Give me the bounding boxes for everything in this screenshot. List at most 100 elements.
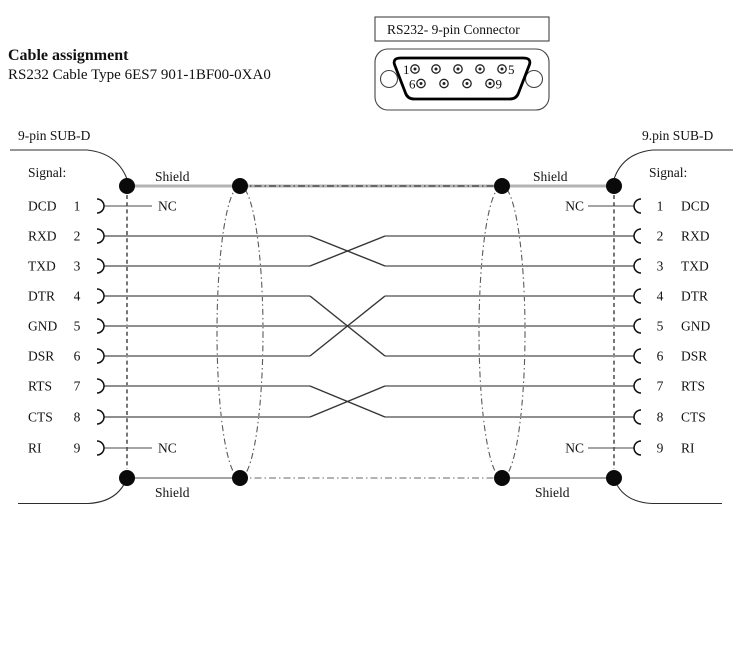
socket-arc-icon: [96, 258, 105, 274]
socket-arc-icon: [96, 318, 105, 334]
socket-arc-icon: [96, 198, 105, 214]
shield-dot-icon: [232, 178, 248, 194]
dsub-pin-icon: [462, 78, 472, 89]
pin-number-label: 1: [74, 199, 81, 214]
dsub-pin-icon: [497, 64, 507, 74]
pin-number-label: 2: [74, 229, 81, 244]
pin-number-label: 8: [657, 410, 664, 425]
signal-wires: [104, 205, 634, 449]
socket-arc-icon: [96, 228, 105, 244]
pin-signal-label: TXD: [28, 259, 56, 274]
socket-arc-icon: [96, 440, 105, 456]
socket-arc-icon: [96, 348, 105, 364]
dsub-pin-icon: [453, 64, 463, 74]
dsub-pin-core-icon: [456, 67, 460, 71]
dsub-pin1-label: 1: [403, 62, 410, 77]
pin-signal-label: TXD: [681, 259, 709, 274]
right-pin-labels: 1 DCD 2 RXD 3 TXD 4 DTR 5 GND 6 DSR 7 RT…: [657, 199, 711, 456]
pin-number-label: 2: [657, 229, 664, 244]
dsub-pin-icon: [431, 64, 441, 74]
right-pin-sockets: [633, 198, 642, 456]
shield-junction-dots: [119, 178, 622, 486]
pin-signal-label: RI: [681, 441, 695, 456]
dsub-pin-core-icon: [419, 82, 423, 85]
dsub-pin-icon: [416, 78, 426, 89]
pin-number-label: 8: [74, 410, 81, 425]
dsub-pin-core-icon: [465, 82, 469, 85]
pin-number-label: 4: [74, 289, 81, 304]
socket-arc-icon: [633, 440, 642, 456]
socket-arc-icon: [633, 288, 642, 304]
pin-number-label: 3: [657, 259, 664, 274]
shield-dot-icon: [494, 470, 510, 486]
pin-number-label: 5: [657, 319, 664, 334]
dsub-pin-core-icon: [478, 67, 482, 71]
socket-arc-icon: [633, 378, 642, 394]
mounting-hole-left-icon: [379, 69, 399, 89]
nc-label-left-pin9: NC: [158, 441, 177, 456]
right-top-corner-line: [613, 149, 733, 180]
pin-number-label: 6: [657, 349, 664, 364]
shield-dot-icon: [119, 470, 135, 486]
shield-dot-icon: [119, 178, 135, 194]
pin-signal-label: CTS: [681, 410, 706, 425]
pin-signal-label: RTS: [28, 379, 52, 394]
right-connector-header: 9.pin SUB-D: [642, 128, 714, 143]
cross-txd-to-rxd: [309, 235, 386, 267]
pin-number-label: 9: [74, 441, 81, 456]
shield-dot-icon: [232, 470, 248, 486]
dsub-pin-core-icon: [434, 67, 438, 71]
pin-number-label: 5: [74, 319, 81, 334]
dsub-pin-row-bottom: 6 9: [409, 77, 502, 92]
pin-signal-label: DTR: [28, 289, 55, 304]
socket-arc-icon: [633, 198, 642, 214]
left-pin-sockets: [96, 198, 105, 456]
page-subtitle: RS232 Cable Type 6ES7 901-1BF00-0XA0: [8, 67, 271, 83]
nc-label-left-pin1: NC: [158, 199, 177, 214]
pin-signal-label: DSR: [28, 349, 54, 364]
shield-rails: [126, 184, 615, 479]
pin-signal-label: DTR: [681, 289, 708, 304]
mounting-hole-right-icon: [524, 69, 544, 89]
cable-sheath-right-icon: [478, 185, 526, 479]
shield-dot-icon: [606, 178, 622, 194]
socket-arc-icon: [96, 378, 105, 394]
shield-label-top-left: Shield: [155, 169, 190, 184]
dsub-pin-icon: [475, 64, 485, 74]
dsub-pin-core-icon: [500, 67, 504, 71]
dsub-pin-core-icon: [413, 67, 417, 71]
shield-dot-icon: [606, 470, 622, 486]
pin-signal-label: RXD: [681, 229, 710, 244]
dsub-pin-core-icon: [488, 82, 492, 85]
dsub-pin-icon: [410, 64, 420, 74]
pin-signal-label: DCD: [28, 199, 57, 214]
dsub-pin-icon: [485, 78, 495, 89]
pin-signal-label: RTS: [681, 379, 705, 394]
pin-signal-label: GND: [681, 319, 710, 334]
pin-number-label: 9: [657, 441, 664, 456]
pin-number-label: 1: [657, 199, 664, 214]
socket-arc-icon: [633, 409, 642, 425]
dsub-pin9-label: 9: [496, 77, 503, 92]
right-signal-heading: Signal:: [649, 165, 687, 180]
dsub-face-outline: [392, 56, 532, 101]
pin-signal-label: DSR: [681, 349, 707, 364]
pin-signal-label: CTS: [28, 410, 53, 425]
shield-dot-icon: [494, 178, 510, 194]
dsub-pin-icon: [439, 78, 449, 89]
cable-sheath-left-icon: [216, 185, 264, 479]
shield-label-bottom-left: Shield: [155, 485, 190, 500]
left-top-corner-line: [10, 149, 128, 180]
nc-label-right-pin1: NC: [565, 199, 584, 214]
socket-arc-icon: [96, 288, 105, 304]
left-signal-heading: Signal:: [28, 165, 66, 180]
socket-arc-icon: [633, 348, 642, 364]
dsub-pin5-label: 5: [508, 62, 515, 77]
pin-signal-label: GND: [28, 319, 57, 334]
dsub-pin-row-top: 1 5: [403, 62, 515, 77]
socket-arc-icon: [633, 318, 642, 334]
connector-label-box: [374, 16, 550, 42]
socket-arc-icon: [633, 258, 642, 274]
